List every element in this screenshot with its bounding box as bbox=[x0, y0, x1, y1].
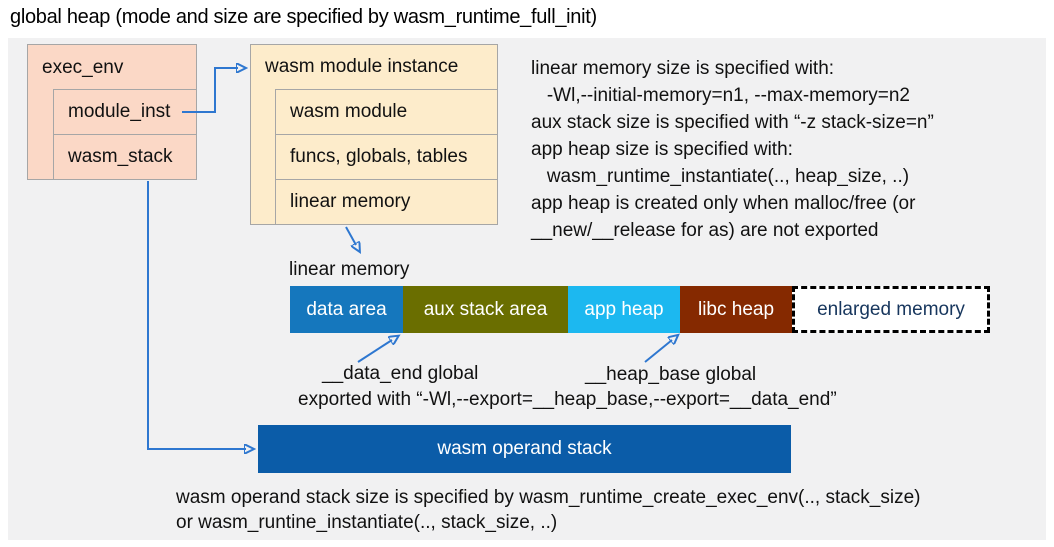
data-end-global-label: __data_end global bbox=[322, 363, 479, 384]
memory-segment-aux-stack-area: aux stack area bbox=[403, 286, 568, 333]
exec-env-row-wasm-stack: wasm_stack bbox=[53, 134, 197, 180]
memory-segment-app-heap: app heap bbox=[568, 286, 680, 333]
module-instance-label: wasm module instance bbox=[265, 56, 459, 77]
note-line: linear memory size is specified with: bbox=[531, 58, 835, 79]
note-line: wasm_runtime_instantiate(.., heap_size, … bbox=[531, 166, 910, 187]
page-title: global heap (mode and size are specified… bbox=[10, 6, 597, 28]
exec-env-label: exec_env bbox=[42, 57, 124, 78]
footer-line: wasm operand stack size is specified by … bbox=[176, 487, 921, 508]
operand-stack-bar: wasm operand stack bbox=[258, 425, 791, 473]
exported-with-note: exported with “-Wl,--export=__heap_base,… bbox=[298, 389, 837, 410]
memory-segment-libc-heap: libc heap bbox=[680, 286, 792, 333]
heap-base-global-label: __heap_base global bbox=[585, 364, 757, 385]
module-instance-row-wasm-module: wasm module bbox=[275, 89, 498, 135]
module-instance-box: wasm module instance wasm module funcs, … bbox=[250, 44, 498, 225]
note-line: __new/__release for as) are not exported bbox=[531, 220, 879, 241]
module-instance-row-linear-memory: linear memory bbox=[275, 179, 498, 225]
operand-stack-label: wasm operand stack bbox=[437, 438, 612, 459]
memory-segment-data-area: data area bbox=[290, 286, 403, 333]
exec-env-box: exec_env module_inst wasm_stack bbox=[27, 44, 197, 180]
exec-env-row-module-inst: module_inst bbox=[53, 89, 197, 135]
memory-segment-enlarged-memory: enlarged memory bbox=[792, 286, 990, 333]
note-line: aux stack size is specified with “-z sta… bbox=[531, 112, 934, 133]
linear-memory-bar: data area aux stack area app heap libc h… bbox=[290, 286, 990, 333]
notes-block: linear memory size is specified with: -W… bbox=[531, 55, 934, 244]
footer-line: or wasm_runtine_instantiate(.., stack_si… bbox=[176, 512, 558, 533]
note-line: app heap size is specified with: bbox=[531, 139, 793, 160]
footer-note: wasm operand stack size is specified by … bbox=[176, 485, 921, 535]
note-line: -Wl,--initial-memory=n1, --max-memory=n2 bbox=[531, 85, 910, 106]
note-line: app heap is created only when malloc/fre… bbox=[531, 193, 916, 214]
linear-memory-label: linear memory bbox=[289, 259, 410, 280]
module-instance-row-funcs-globals-tables: funcs, globals, tables bbox=[275, 134, 498, 180]
